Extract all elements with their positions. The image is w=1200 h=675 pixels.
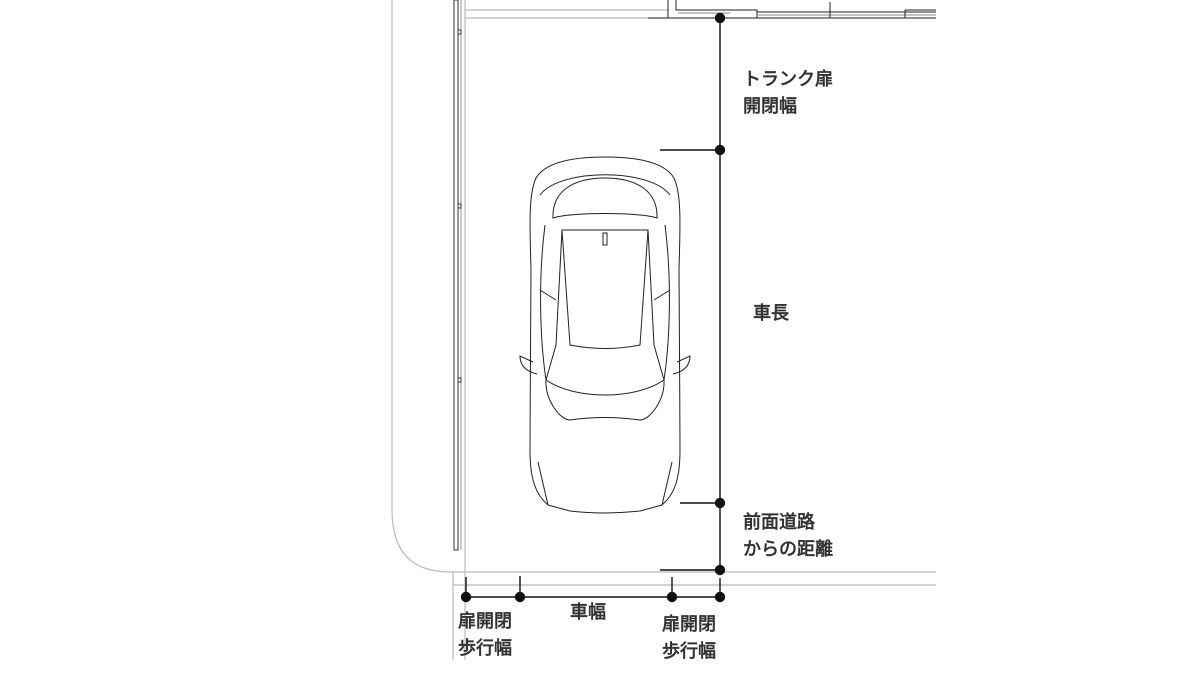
front-road-distance-label: 前面道路 からの距離 [743, 509, 833, 563]
building-wall [648, 0, 936, 19]
label-line: 前面道路 [743, 512, 815, 533]
car-width-label: 車幅 [570, 602, 606, 623]
label-line: トランク扉 [743, 69, 833, 90]
car-length-label: 車長 [753, 303, 789, 324]
trunk-door-width-label: トランク扉 開閉幅 [743, 66, 833, 120]
dimension-point [714, 144, 726, 156]
right-door-walk-width-label: 扉開閉 歩行幅 [662, 611, 716, 665]
label-line: 扉開閉 [458, 611, 512, 632]
dimension-point [714, 12, 726, 24]
dimension-point [460, 591, 472, 603]
fence-wall [453, 0, 462, 551]
site-boundary [391, 0, 936, 660]
dimension-point [514, 591, 526, 603]
label-line: 歩行幅 [662, 641, 716, 662]
label-line: 扉開閉 [662, 614, 716, 635]
dimension-point [714, 497, 726, 509]
car-top-view [519, 156, 691, 514]
label-line: 開閉幅 [743, 96, 797, 117]
dimension-point [666, 591, 678, 603]
left-door-walk-width-label: 扉開閉 歩行幅 [458, 608, 512, 662]
dimension-point [714, 591, 726, 603]
dimension-point [714, 564, 726, 576]
label-line: 歩行幅 [458, 638, 512, 659]
label-line: からの距離 [743, 539, 833, 560]
dimension-lines [460, 12, 726, 603]
